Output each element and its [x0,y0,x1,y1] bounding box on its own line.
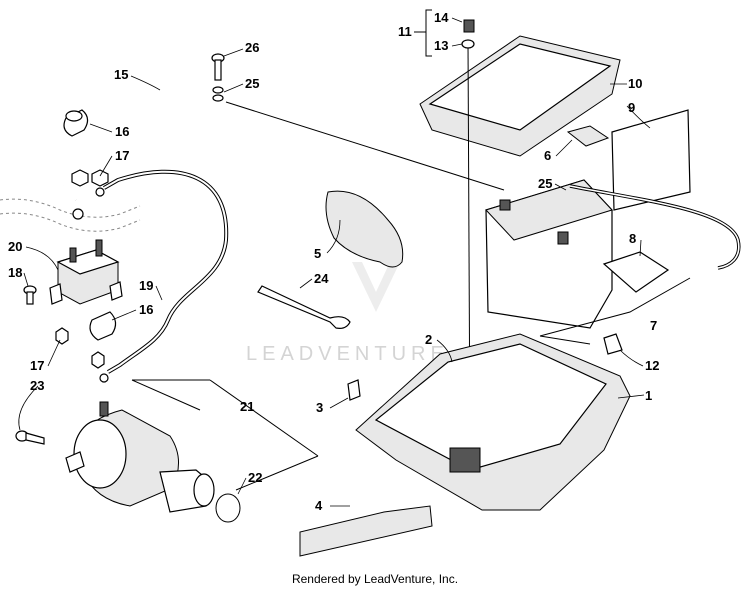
positive-cable [11,78,213,220]
negative-cable [569,184,741,270]
nut-top [71,169,109,187]
wrench [257,285,351,329]
leader-bolt-battery [225,101,505,191]
bracket-7 [539,277,691,345]
label-12: 12 [645,358,659,373]
starter-solenoid [49,239,123,305]
label-11: 11 [398,24,412,39]
label-21: 21 [240,399,254,414]
label-25a: 25 [245,76,259,91]
label-2: 2 [425,332,432,347]
label-9: 9 [628,100,635,115]
starter-motor [65,401,215,513]
label-13: 13 [434,38,448,53]
label-1: 1 [645,388,652,403]
screw-18 [23,285,37,305]
label-23: 23 [30,378,44,393]
label-26: 26 [245,40,259,55]
leader-lines [18,17,651,507]
battery-bolt-top [211,53,225,102]
cover-key [461,19,475,49]
clip-12 [603,333,623,355]
label-25b: 25 [538,176,552,191]
label-3: 3 [316,400,323,415]
bolt-23 [15,430,45,445]
label-8: 8 [629,231,636,246]
label-16b: 16 [139,302,153,317]
label-10: 10 [628,76,642,91]
label-5: 5 [314,246,321,261]
label-4: 4 [315,498,323,513]
terminal-cap-top [63,109,89,137]
watermark: LEADVENTURE [246,262,449,365]
battery-tray [355,333,631,511]
battery-strap [299,505,433,557]
label-7: 7 [650,318,657,333]
label-22: 22 [248,470,262,485]
decal [611,109,691,211]
terminal-cap-lower [89,311,117,341]
clip [347,379,361,401]
battery [485,179,613,329]
nut-lower [55,327,105,369]
pad [566,125,610,147]
label-17a: 17 [115,148,129,163]
label-17b: 17 [30,358,44,373]
label-6: 6 [544,148,551,163]
label-15: 15 [114,67,128,82]
label-24: 24 [314,271,329,286]
bracket-11 [425,9,432,57]
label-20: 20 [8,239,22,254]
footer-credit: Rendered by LeadVenture, Inc. [291,572,459,586]
label-18: 18 [8,265,22,280]
watermark-text: LEADVENTURE [246,343,449,365]
o-ring [215,493,241,523]
starter-cable [95,169,229,383]
frame-outline [0,198,141,232]
label-19: 19 [139,278,153,293]
bracket-21 [131,379,319,491]
label-14: 14 [434,10,449,25]
battery-cover [419,35,621,157]
warning-decal [602,251,670,293]
tool-bag [325,190,404,268]
label-16a: 16 [115,124,129,139]
